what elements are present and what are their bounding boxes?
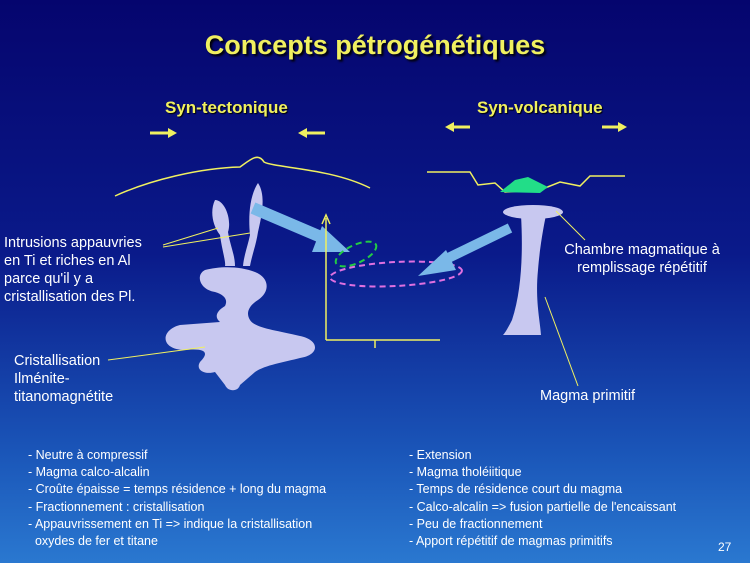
heading-syn-tectonique: Syn-tectonique (165, 98, 288, 117)
label-cristallisation: Cristallisation Ilménite- titanomagnétit… (14, 353, 114, 405)
surface-line-left (114, 156, 371, 197)
list-item: - Croûte épaisse = temps résidence + lon… (28, 482, 327, 497)
intrusion-body (165, 183, 315, 391)
flow-arrow-right (418, 223, 513, 276)
magma-chamber (503, 205, 563, 335)
pink-dashed-ellipse (329, 260, 463, 288)
compression-arrows (150, 128, 325, 138)
graph-axes (321, 213, 440, 348)
leader-line-magma (544, 296, 579, 387)
list-item: - Appauvrissement en Ti => indique la cr… (28, 516, 313, 531)
list-item: - Magma tholéiitique (409, 465, 522, 480)
label-intrusions: Intrusions appauvries en Ti et riches en… (4, 235, 142, 305)
list-item: - Extension (409, 448, 472, 462)
label-magma-primitif: Magma primitif (540, 388, 636, 404)
list-item: - Temps de résidence court du magma (409, 482, 623, 497)
page-number: 27 (718, 540, 732, 554)
list-item: - Calco-alcalin => fusion partielle de l… (409, 499, 677, 514)
list-item: - Peu de fractionnement (409, 516, 543, 531)
leader-line-intrusions (162, 227, 219, 246)
list-item: - Apport répétitif de magmas primitifs (409, 534, 613, 549)
green-dashed-ellipse (334, 240, 378, 268)
leader-line-intrusions-2 (162, 232, 251, 248)
flow-arrow-left (250, 202, 350, 252)
extension-arrows (445, 122, 627, 132)
list-item: oxydes de fer et titane (28, 534, 158, 549)
list-item: - Fractionnement : cristallisation (28, 499, 205, 514)
list-item: - Neutre à compressif (28, 448, 148, 462)
volcano-cone (500, 177, 548, 193)
list-item: - Magma calco-alcalin (28, 465, 150, 480)
right-bullet-list: - Extension - Magma tholéiitique - Temps… (409, 447, 676, 550)
leader-line-chambre (555, 210, 586, 241)
leader-line-cristallisation (107, 346, 206, 361)
heading-syn-volcanique: Syn-volcanique (477, 98, 603, 117)
slide-title: Concepts pétrogénétiques (204, 30, 546, 60)
label-chambre-magmatique: Chambre magmatique à remplissage répétit… (564, 242, 720, 276)
left-bullet-list: - Neutre à compressif - Magma calco-alca… (28, 447, 326, 550)
